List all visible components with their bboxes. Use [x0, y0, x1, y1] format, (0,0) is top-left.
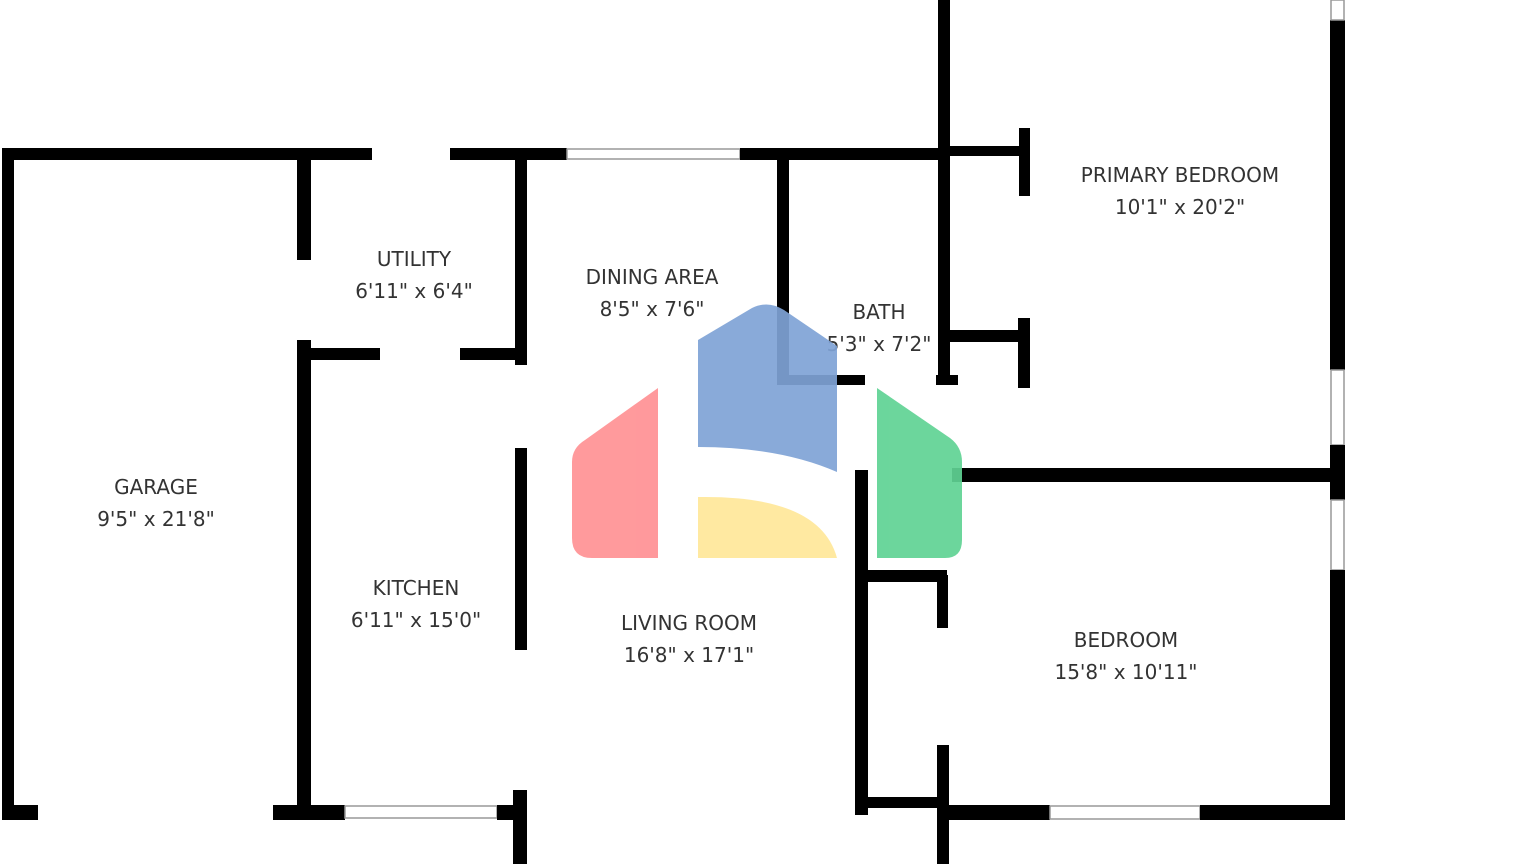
room-dining-area: DINING AREA 8'5" x 7'6"	[586, 265, 719, 321]
room-name: UTILITY	[377, 247, 452, 271]
logo-green-shape	[877, 388, 962, 558]
room-name: GARAGE	[114, 475, 198, 499]
logo-red-shape	[572, 388, 658, 558]
room-name: KITCHEN	[373, 576, 460, 600]
room-size: 9'5" x 21'8"	[97, 507, 215, 531]
room-size: 16'8" x 17'1"	[624, 643, 754, 667]
logo-blue-shape	[698, 304, 837, 472]
window	[344, 805, 498, 819]
room-bedroom: BEDROOM 15'8" x 10'11"	[1054, 628, 1197, 684]
room-name: BATH	[852, 300, 905, 324]
room-name: PRIMARY BEDROOM	[1081, 163, 1279, 187]
logo-yellow-shape	[698, 496, 837, 558]
room-size: 8'5" x 7'6"	[600, 297, 705, 321]
room-size: 10'1" x 20'2"	[1115, 195, 1245, 219]
window	[566, 148, 741, 160]
room-name: BEDROOM	[1074, 628, 1178, 652]
room-size: 6'11" x 6'4"	[355, 279, 473, 303]
room-kitchen: KITCHEN 6'11" x 15'0"	[351, 576, 481, 632]
walls	[2, 0, 1345, 864]
room-name: LIVING ROOM	[621, 611, 757, 635]
watermark-logo	[572, 304, 962, 558]
room-bath: BATH 5'3" x 7'2"	[827, 300, 932, 356]
room-garage: GARAGE 9'5" x 21'8"	[97, 475, 215, 531]
room-primary-bedroom: PRIMARY BEDROOM 10'1" x 20'2"	[1081, 163, 1279, 219]
room-living-room: LIVING ROOM 16'8" x 17'1"	[621, 611, 757, 667]
room-size: 5'3" x 7'2"	[827, 332, 932, 356]
room-size: 6'11" x 15'0"	[351, 608, 481, 632]
window	[1330, 369, 1345, 446]
window	[1330, 499, 1345, 571]
room-utility: UTILITY 6'11" x 6'4"	[355, 247, 473, 303]
window	[1049, 805, 1201, 820]
room-size: 15'8" x 10'11"	[1054, 660, 1197, 684]
window	[1330, 0, 1345, 21]
room-name: DINING AREA	[586, 265, 719, 289]
